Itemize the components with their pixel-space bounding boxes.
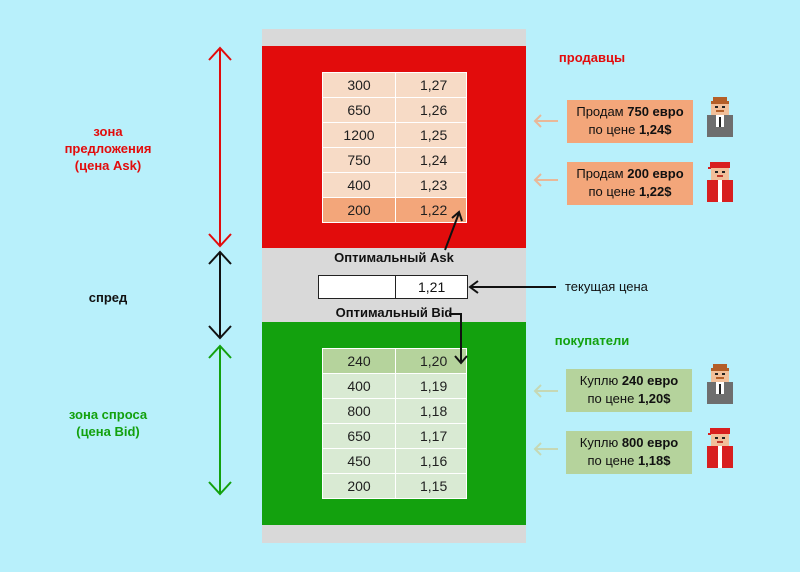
current-price-box: 1,21 <box>318 275 468 299</box>
ask-price: 1,23 <box>395 172 467 198</box>
current-price-label: текущая цена <box>565 279 648 294</box>
offer-arrow-icon <box>533 114 558 187</box>
ask-qty: 1200 <box>322 122 396 148</box>
offer-price-prefix: по цене <box>588 122 639 137</box>
bid-qty: 200 <box>322 473 396 499</box>
offer-amount: 200 евро <box>627 166 684 181</box>
ask-qty: 200 <box>322 197 396 223</box>
optimal-bid-label: Оптимальный Bid <box>335 305 453 320</box>
offer-line: Куплю 800 евро <box>566 434 692 452</box>
ask-zone-arrow <box>208 46 232 248</box>
bid-zone-arrow <box>208 344 232 496</box>
sellers-title: продавцы <box>558 50 626 65</box>
bid-price: 1,19 <box>395 373 467 399</box>
offer-amount: 800 евро <box>621 435 679 450</box>
buy-offer-box: Куплю 240 евро по цене 1,20$ <box>566 369 692 412</box>
sell-offer-box: Продам 750 евро по цене 1,24$ <box>567 100 693 143</box>
current-price-arrow <box>468 280 556 294</box>
offer-line: по цене 1,20$ <box>566 390 692 408</box>
ask-zone-label: зона предложения (цена Ask) <box>28 123 188 174</box>
offer-line: Продам 200 евро <box>567 165 693 183</box>
offer-line: Продам 750 евро <box>567 103 693 121</box>
ask-zone-label-line: предложения <box>64 141 152 156</box>
bid-zone-label-line: зона спроса <box>68 407 148 422</box>
offer-arrow-icon <box>533 384 558 456</box>
ask-price: 1,24 <box>395 147 467 173</box>
spread-arrow <box>208 250 232 340</box>
bid-qty: 240 <box>322 348 396 374</box>
bid-price: 1,16 <box>395 448 467 474</box>
offer-verb: Продам <box>576 166 628 181</box>
spread-label: спред <box>88 290 128 305</box>
offer-price: 1,22$ <box>638 184 672 199</box>
optimal-bid-pointer-arrow <box>449 313 468 365</box>
buyer-avatar-icon <box>707 428 733 468</box>
offer-line: по цене 1,22$ <box>567 183 693 201</box>
ask-zone-label-line: зона <box>93 124 123 139</box>
offer-line: по цене 1,18$ <box>566 452 692 470</box>
offer-price-prefix: по цене <box>587 391 638 406</box>
buyers-title: покупатели <box>554 333 630 348</box>
seller-avatar-icon <box>707 97 733 137</box>
ask-zone-label-line: (цена Ask) <box>74 158 142 173</box>
offer-verb: Продам <box>576 104 628 119</box>
bid-price: 1,15 <box>395 473 467 499</box>
buy-offer-box: Куплю 800 евро по цене 1,18$ <box>566 431 692 474</box>
ask-price: 1,26 <box>395 97 467 123</box>
offer-price: 1,18$ <box>637 453 671 468</box>
sell-offer-box: Продам 200 евро по цене 1,22$ <box>567 162 693 205</box>
optimal-ask-label: Оптимальный Ask <box>334 250 454 265</box>
ask-qty: 400 <box>322 172 396 198</box>
bid-qty: 800 <box>322 398 396 424</box>
offer-amount: 750 евро <box>627 104 684 119</box>
current-price-value: 1,21 <box>418 279 446 295</box>
bid-zone-label-line: (цена Bid) <box>76 424 140 439</box>
bid-price: 1,20 <box>395 348 467 374</box>
buyer-avatar-icon <box>707 364 733 404</box>
offer-price: 1,20$ <box>637 391 671 406</box>
offer-line: по цене 1,24$ <box>567 121 693 139</box>
offer-price-prefix: по цене <box>588 184 639 199</box>
ask-price: 1,25 <box>395 122 467 148</box>
current-price-empty-cell <box>319 276 396 298</box>
bid-zone-label: зона спроса (цена Bid) <box>28 406 188 440</box>
offer-price: 1,24$ <box>638 122 672 137</box>
bid-qty: 650 <box>322 423 396 449</box>
ask-price: 1,22 <box>395 197 467 223</box>
optimal-ask-pointer-arrow <box>444 210 463 251</box>
offer-verb: Куплю <box>579 435 622 450</box>
offer-verb: Куплю <box>579 373 622 388</box>
seller-avatar-icon <box>707 162 733 202</box>
offer-amount: 240 евро <box>621 373 679 388</box>
offer-line: Куплю 240 евро <box>566 372 692 390</box>
bid-price: 1,17 <box>395 423 467 449</box>
offer-price-prefix: по цене <box>587 453 638 468</box>
ask-qty: 750 <box>322 147 396 173</box>
